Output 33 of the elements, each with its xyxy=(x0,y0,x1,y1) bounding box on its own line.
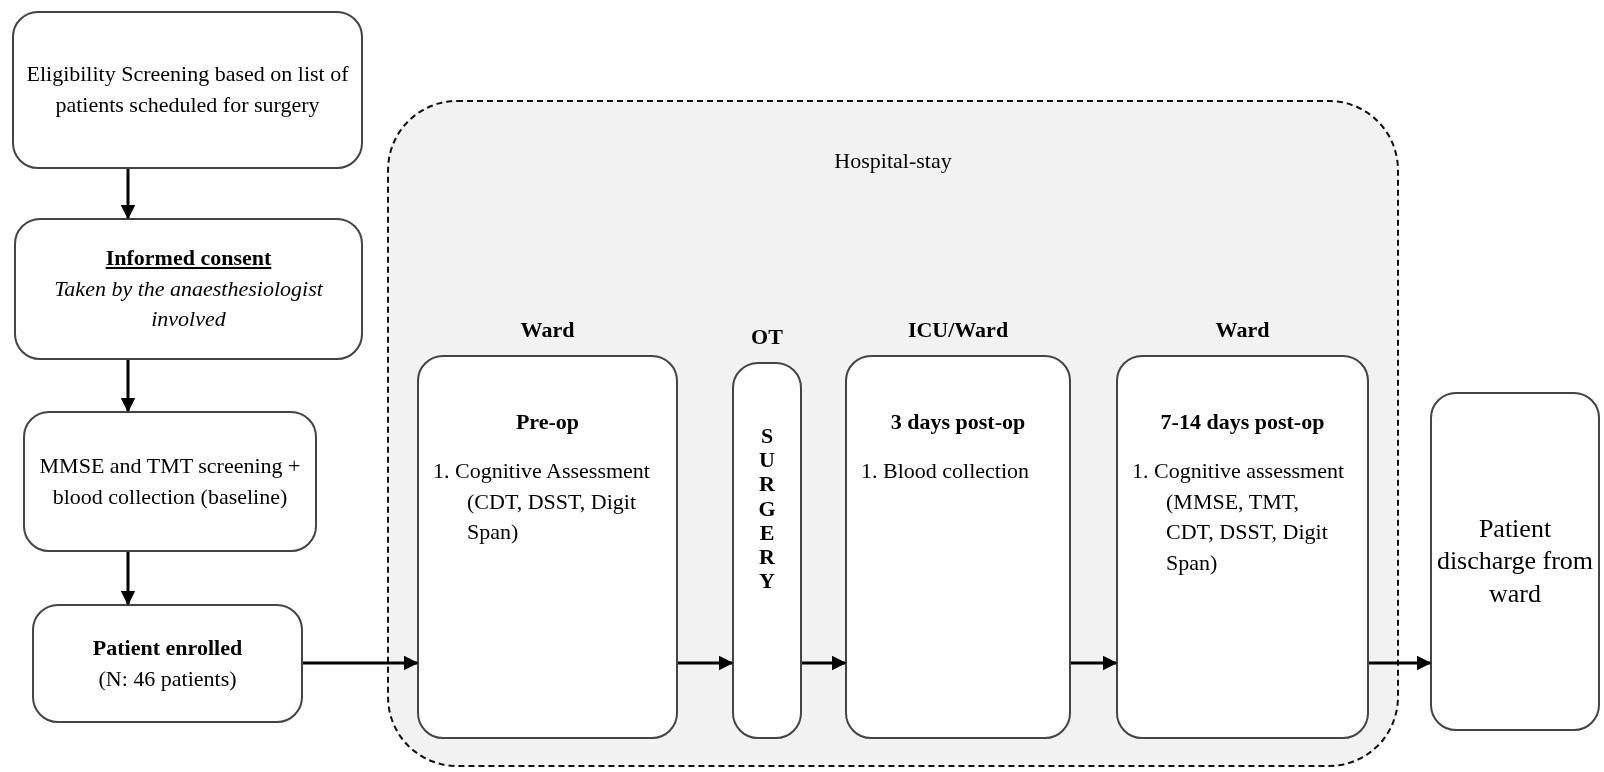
arrow xyxy=(303,655,419,671)
list-item: 1. Cognitive Assessment (CDT, DSST, Digit Span) xyxy=(433,456,651,547)
box-text: MMSE and TMT screening + blood collection (baseline) xyxy=(38,451,302,511)
hospital-stay-container xyxy=(387,100,1399,767)
arrow xyxy=(1071,655,1118,671)
box-text: (N: 46 patients) xyxy=(98,664,237,693)
list-item: 1. Blood collection xyxy=(861,456,1031,485)
box-heading: 3 days post-op xyxy=(890,408,1026,436)
process-box xyxy=(12,11,363,169)
process-box xyxy=(14,218,363,360)
arrow xyxy=(802,655,847,671)
process-box xyxy=(32,604,303,723)
arrow xyxy=(120,552,136,606)
vertical-text: SURGERY xyxy=(757,424,777,594)
arrow xyxy=(120,169,136,220)
box-text: Eligibility Screening based on list of patients scheduled for surgery xyxy=(25,60,350,119)
arrow xyxy=(120,360,136,413)
box-note: Taken by the anaesthesiologist involved xyxy=(53,274,325,334)
box-heading: Patient enrolled xyxy=(92,633,243,662)
list-item: 1. Cognitive assessment (MMSE, TMT, CDT, DSST, Digit Span) xyxy=(1132,456,1346,578)
location-heading: Ward xyxy=(1214,316,1271,344)
location-heading: OT xyxy=(750,323,784,351)
box-text: Patient discharge from ward xyxy=(1435,512,1595,610)
process-box xyxy=(1430,392,1600,731)
box-heading: 7-14 days post-op xyxy=(1160,408,1325,436)
box-heading: Pre-op xyxy=(515,408,580,436)
container-title: Hospital-stay xyxy=(833,147,953,175)
location-heading: ICU/Ward xyxy=(906,316,1010,344)
arrow xyxy=(678,655,734,671)
box-heading: Informed consent xyxy=(105,243,272,272)
arrow xyxy=(1369,655,1432,671)
location-heading: Ward xyxy=(519,316,576,344)
process-box xyxy=(23,411,317,552)
